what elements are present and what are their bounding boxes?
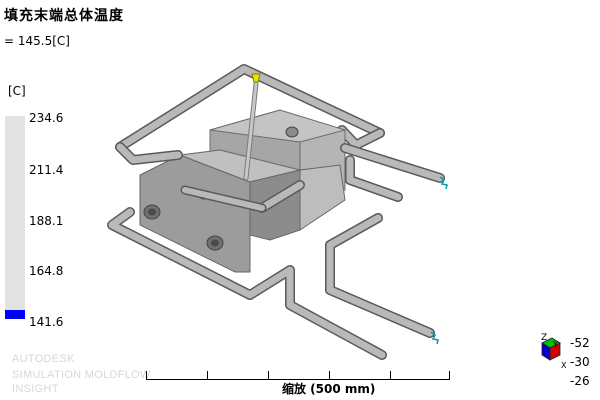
coolant-inlet-icon[interactable] (430, 176, 448, 345)
scale-bar (146, 379, 450, 380)
scale-tick (207, 371, 208, 380)
legend-tick: 234.6 (29, 111, 64, 125)
legend-unit: [C] (8, 84, 26, 98)
scale-tick (329, 371, 330, 380)
scale-tick (146, 371, 147, 380)
legend-tick: 211.4 (29, 163, 64, 177)
result-title: 填充末端总体温度 (4, 8, 124, 24)
legend-tick: 188.1 (29, 214, 64, 228)
scale-tick (268, 371, 269, 380)
brand-line-3: INSIGHT (12, 383, 59, 395)
brand-line-1: AUTODESK (12, 353, 75, 365)
legend-tick: 141.6 (29, 315, 64, 329)
cooling-circuit-front (107, 142, 445, 360)
cooling-circuit-upper (115, 64, 385, 152)
view-angle-2: -30 (570, 355, 590, 369)
brand-line-2: SIMULATION MOLDFLOW (12, 369, 151, 381)
legend-color-bar (5, 116, 25, 319)
legend-tick: 164.8 (29, 264, 64, 278)
scale-label: 缩放 (500 mm) (282, 382, 376, 396)
mold-block (139, 109, 347, 273)
view-angle-3: -26 (570, 374, 590, 388)
scale-tick (390, 371, 391, 380)
view-angle-1: -52 (570, 336, 590, 350)
sprue (243, 81, 259, 181)
scale-tick (449, 371, 450, 380)
legend-fill (5, 310, 25, 319)
result-value: = 145.5[C] (4, 34, 70, 48)
gate-icon[interactable] (251, 73, 261, 83)
